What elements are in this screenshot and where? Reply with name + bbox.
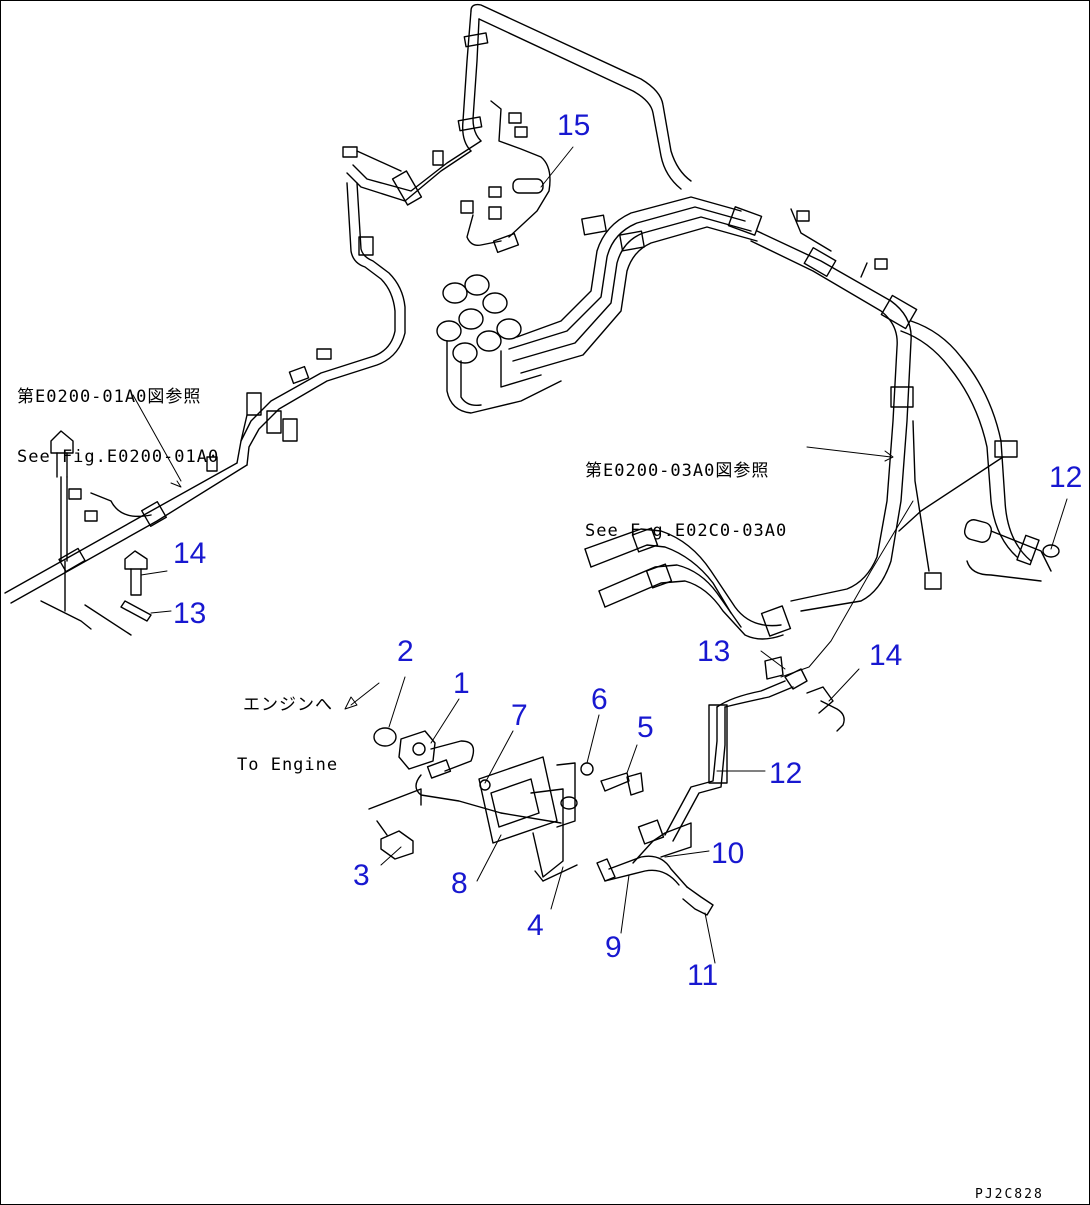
leader-lines [132, 394, 1068, 964]
left-harness [4, 392, 298, 636]
right-harness [750, 208, 1032, 612]
reference-left-en: See Fig.E0200-01A0 [17, 447, 220, 467]
lower-assembly [368, 656, 845, 916]
part-number-12-upper: 12 [1049, 461, 1083, 494]
connector-bundle [436, 196, 763, 414]
part-number-1: 1 [453, 667, 470, 700]
part-number-14-left: 14 [173, 537, 207, 570]
part-number-14-right: 14 [869, 639, 903, 672]
part-number-10: 10 [711, 837, 745, 870]
part-number-8: 8 [451, 867, 468, 900]
part-number-13-right: 13 [697, 635, 731, 668]
reference-right-jp: 第E0200-03A0図参照 [585, 461, 770, 481]
to-engine-en: To Engine [237, 755, 339, 775]
reference-right-en: See F g.E02C0-03A0 [585, 521, 788, 541]
drawing-code: PJ2C828 [975, 1187, 1044, 1202]
part-number-6: 6 [591, 683, 608, 716]
part-number-13-left: 13 [173, 597, 207, 630]
reference-note-left: 第E0200-01A0図参照 See Fig.E0200-01A0 [17, 347, 219, 507]
reference-left-jp: 第E0200-01A0図参照 [17, 387, 202, 407]
part-number-12-lower: 12 [769, 757, 803, 790]
part-number-9: 9 [605, 931, 622, 964]
part-number-7: 7 [511, 699, 528, 732]
right-connector [963, 519, 1060, 582]
left-bolt [120, 550, 152, 622]
to-engine-jp: エンジンへ [243, 695, 333, 715]
part-number-15: 15 [557, 109, 591, 142]
part-number-4: 4 [527, 909, 544, 942]
part-number-5: 5 [637, 711, 654, 744]
part-number-3: 3 [353, 859, 370, 892]
part-number-11: 11 [687, 959, 719, 992]
to-engine-note: エンジンへ To Engine [237, 655, 338, 815]
part-number-2: 2 [397, 635, 414, 668]
reference-note-right: 第E0200-03A0図参照 See F g.E02C0-03A0 [585, 421, 787, 581]
upper-harness [236, 3, 692, 466]
part-15-connectors [460, 100, 574, 254]
